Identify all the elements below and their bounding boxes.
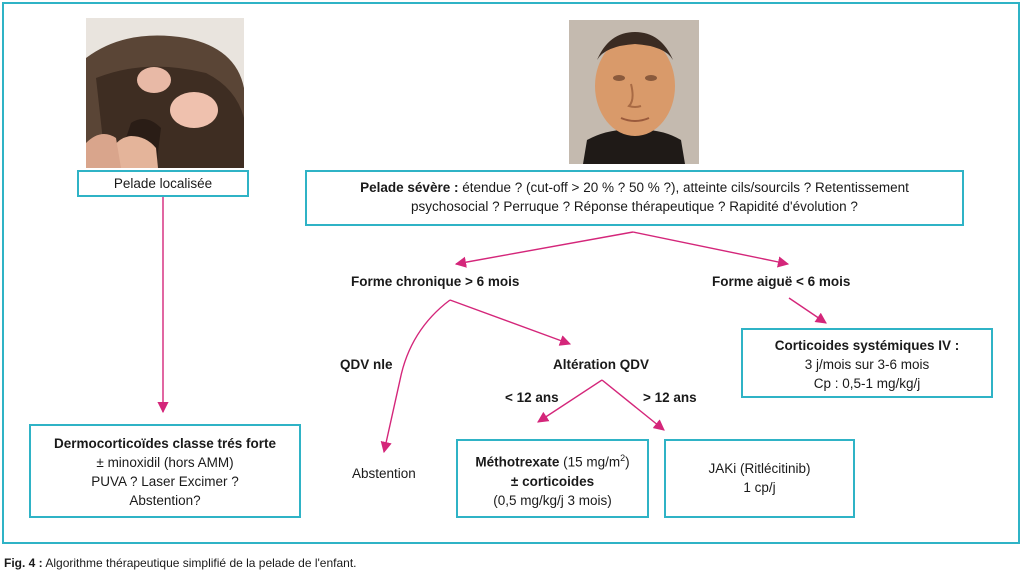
severe-title: Pelade sévère : bbox=[360, 180, 459, 195]
cortico-line2: Cp : 0,5-1 mg/kg/j bbox=[813, 376, 921, 391]
face-photo bbox=[569, 20, 699, 164]
node-severe: Pelade sévère : étendue ? (cut-off > 20 … bbox=[305, 170, 964, 226]
mtx-line2: ± corticoides bbox=[510, 473, 595, 489]
mtx-line3: (0,5 mg/kg/j 3 mois) bbox=[493, 492, 612, 508]
arrow-chronic-to-altered bbox=[449, 299, 572, 346]
node-acute: Forme aiguë < 6 mois bbox=[712, 274, 851, 289]
jaki-line2: 1 cp/j bbox=[743, 480, 776, 495]
arrow-acute-to-cortico bbox=[788, 297, 827, 324]
dermo-title: Dermocorticoïdes classe trés forte bbox=[53, 436, 277, 451]
mtx-sup: 2 bbox=[620, 453, 626, 463]
jaki-line1: JAKi (Ritlécitinib) bbox=[708, 461, 811, 476]
mtx-close: ) bbox=[625, 454, 630, 470]
scalp-photo bbox=[86, 18, 244, 168]
cortico-line1: 3 j/mois sur 3-6 mois bbox=[804, 357, 930, 372]
figure-caption: Fig. 4 : Algorithme thérapeutique simpli… bbox=[4, 556, 357, 570]
node-methotrexate: Méthotrexate (15 mg/m2) ± corticoides (0… bbox=[456, 439, 649, 518]
caption-label: Fig. 4 : bbox=[4, 556, 43, 570]
node-cortico: Corticoides systémiques IV : 3 j/mois su… bbox=[741, 328, 993, 398]
arrow-severe-to-acute bbox=[632, 231, 790, 268]
dermo-line2: PUVA ? Laser Excimer ? bbox=[91, 474, 239, 489]
cortico-title: Corticoides systémiques IV : bbox=[774, 338, 960, 353]
node-localized-label: Pelade localisée bbox=[113, 176, 213, 191]
node-dermo: Dermocorticoïdes classe trés forte ± min… bbox=[29, 424, 301, 518]
arrow-chronic-to-abstention bbox=[380, 299, 451, 454]
node-qdv-altered: Altération QDV bbox=[553, 357, 650, 372]
node-chronic: Forme chronique > 6 mois bbox=[351, 274, 520, 289]
label-over12: > 12 ans bbox=[643, 390, 697, 405]
mtx-dose: (15 mg/m bbox=[563, 454, 621, 470]
arrow-altered-to-under12 bbox=[537, 379, 603, 423]
arrow-altered-to-over12 bbox=[601, 379, 665, 431]
dermo-line1: ± minoxidil (hors AMM) bbox=[96, 455, 234, 470]
figure-frame bbox=[2, 2, 1020, 544]
caption-text: Algorithme thérapeutique simplifié de la… bbox=[42, 556, 357, 570]
severe-line1: étendue ? (cut-off > 20 % ? 50 % ?), att… bbox=[462, 180, 909, 195]
node-localized: Pelade localisée bbox=[77, 170, 249, 197]
node-qdv-normal: QDV nle bbox=[340, 357, 393, 372]
mtx-title: Méthotrexate bbox=[475, 454, 560, 470]
dermo-line3: Abstention? bbox=[129, 493, 201, 508]
arrow-severe-to-chronic bbox=[454, 231, 634, 268]
label-under12: < 12 ans bbox=[505, 390, 559, 405]
severe-line2: psychosocial ? Perruque ? Réponse thérap… bbox=[411, 199, 858, 214]
node-jaki: JAKi (Ritlécitinib) 1 cp/j bbox=[664, 439, 855, 518]
node-abstention: Abstention bbox=[352, 466, 416, 481]
